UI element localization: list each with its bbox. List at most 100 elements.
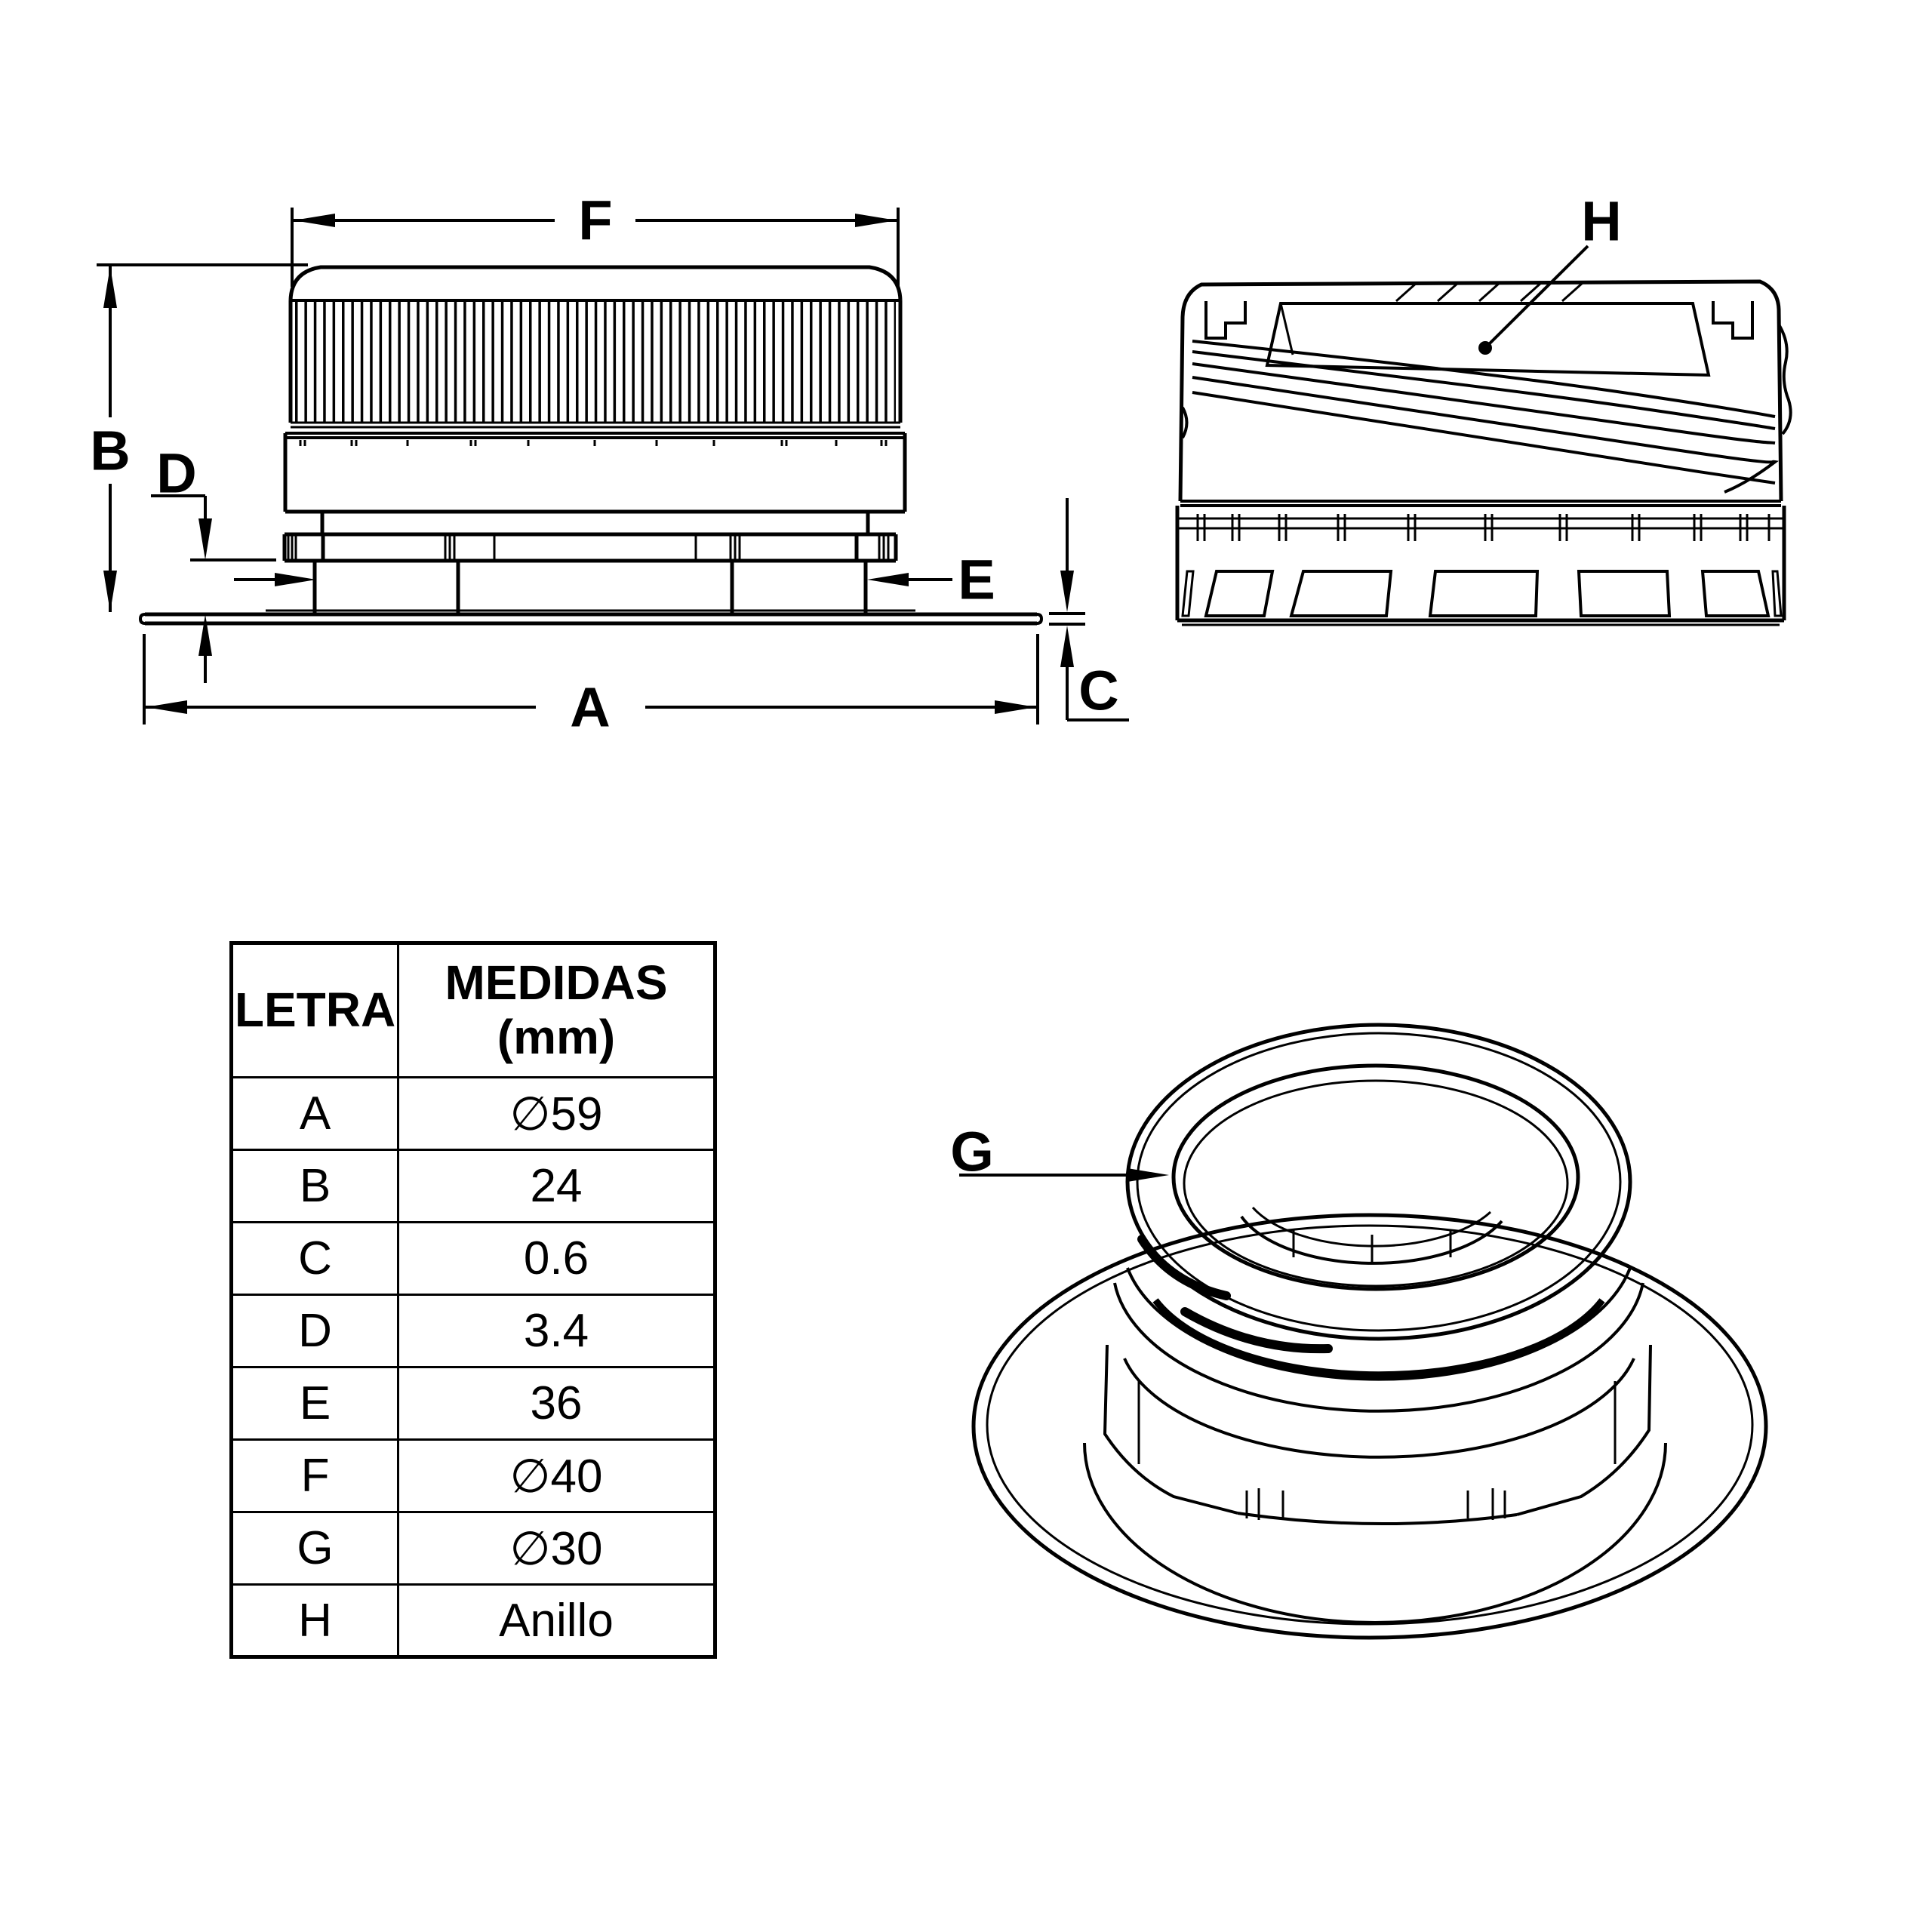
header-measure-line2: (mm) <box>497 1010 616 1064</box>
header-letter: LETRA <box>230 942 399 1078</box>
dim-f-arrowhead-right <box>855 214 897 227</box>
table-row: A ∅59 <box>230 1076 716 1151</box>
row-value: Anillo <box>397 1583 716 1658</box>
table-row: B 24 <box>230 1149 716 1223</box>
row-value: 0.6 <box>397 1221 716 1296</box>
dim-b-arrowhead-top <box>103 266 117 308</box>
vent-slot-upper <box>1137 1235 1231 1300</box>
thread-curve-5 <box>1192 391 1776 485</box>
thread-curve-3 <box>1192 362 1776 445</box>
ring-front-thick-arc <box>1152 1298 1605 1379</box>
row-letter: A <box>230 1076 399 1151</box>
neck-step-edges <box>320 512 870 534</box>
dim-d-leader <box>151 494 207 518</box>
cap-dome-outline <box>288 265 903 301</box>
plate-faces <box>145 612 1037 626</box>
g-arrowhead <box>1128 1168 1169 1182</box>
table-header-row: LETRA MEDIDAS (mm) <box>230 942 716 1078</box>
row-letter: E <box>230 1366 399 1441</box>
collar-right-facets <box>1516 1344 1652 1516</box>
side-view-dimensions: F B D E A C <box>90 189 1129 739</box>
dim-label-c: C <box>1078 660 1118 722</box>
row-value: ∅59 <box>397 1076 716 1151</box>
band-tick-marks <box>299 440 888 446</box>
shoulder-arc-2 <box>1113 1282 1644 1413</box>
row-letter: D <box>230 1294 399 1368</box>
section-left-edge-detail <box>1181 407 1189 438</box>
table-row: E 36 <box>230 1366 716 1441</box>
vent-slot-lower <box>1180 1307 1333 1354</box>
dim-e-arrowhead-left <box>275 573 316 586</box>
thread-curve-1 <box>1192 340 1776 418</box>
shoulder-arc-1 <box>1126 1267 1632 1381</box>
dim-label-a: A <box>570 676 610 739</box>
skirt-outline <box>283 433 907 514</box>
inner-floor-arc-2 <box>1251 1206 1492 1247</box>
collar-ribs <box>287 534 890 561</box>
dim-f-arrowhead-left <box>294 214 335 227</box>
band-slot-slivers <box>1181 570 1783 617</box>
dim-f-extension-lines <box>291 208 900 287</box>
band-top-lines <box>1180 500 1781 507</box>
band-slots <box>1204 570 1770 617</box>
dim-label-d: D <box>156 442 196 505</box>
tamper-bridges <box>1196 514 1770 541</box>
row-letter: F <box>230 1438 399 1513</box>
liner-disc <box>1265 302 1711 377</box>
dim-c-extension-ticks <box>1049 612 1085 626</box>
isometric-view: G <box>950 1023 1768 1640</box>
collar-notches <box>1245 1488 1506 1520</box>
dim-b-arrowhead-bottom <box>103 571 117 612</box>
dim-label-e: E <box>958 549 995 611</box>
header-measure: MEDIDAS (mm) <box>397 942 716 1078</box>
thread-start-right <box>1712 301 1754 340</box>
table-row: C 0.6 <box>230 1221 716 1296</box>
row-value: 36 <box>397 1366 716 1441</box>
knurl-bottom-lines <box>291 421 900 429</box>
thread-start-left <box>1204 301 1247 340</box>
header-measure-line1: MEDIDAS <box>445 955 668 1011</box>
flange-inner-edge <box>1083 1442 1667 1624</box>
h-leader-dot <box>1478 341 1492 355</box>
plate-end-caps <box>138 613 1044 625</box>
dim-label-b: B <box>90 420 130 482</box>
collar-left-facets <box>1103 1344 1238 1515</box>
row-value: 24 <box>397 1149 716 1223</box>
dim-d-arrowhead-up <box>198 614 212 656</box>
bridge-rail-lines <box>1177 517 1784 530</box>
dim-a-arrowhead-right <box>995 700 1036 714</box>
liner-left-facet <box>1279 303 1294 355</box>
collar-outline <box>282 532 898 563</box>
table-row: H Anillo <box>230 1583 716 1658</box>
dim-label-f: F <box>578 189 612 252</box>
section-hatch-marks <box>1395 281 1584 303</box>
flange-outer-ellipse <box>971 1213 1768 1640</box>
thread-curve-4 <box>1192 376 1779 494</box>
flange-rim-ellipse <box>986 1224 1754 1626</box>
rim-outer-inner-line <box>1136 1032 1622 1332</box>
table-row: D 3.4 <box>230 1294 716 1368</box>
support-posts <box>312 561 868 613</box>
dim-label-g: G <box>950 1121 994 1183</box>
row-value: 3.4 <box>397 1294 716 1368</box>
dim-c-arrowhead-down <box>1060 571 1074 612</box>
row-value: ∅30 <box>397 1511 716 1586</box>
row-letter: G <box>230 1511 399 1586</box>
collar-bottom-edge <box>1237 1512 1518 1525</box>
row-value: ∅40 <box>397 1438 716 1513</box>
table-row: G ∅30 <box>230 1511 716 1586</box>
section-right-edge-detail <box>1777 323 1792 435</box>
dim-c-arrowhead-up <box>1060 626 1074 667</box>
band-lines <box>285 432 905 439</box>
band-side-edges <box>1175 506 1786 620</box>
knurl-side-edges <box>288 300 903 423</box>
dim-d-arrowhead-down <box>198 518 212 560</box>
inner-hex-facets <box>1292 1230 1452 1262</box>
collar-corner-edges <box>1137 1381 1617 1464</box>
dim-c-underline <box>1066 667 1129 721</box>
table-row: F ∅40 <box>230 1438 716 1513</box>
ring-lower-arc <box>1123 1358 1635 1459</box>
inner-floor-arc-1 <box>1240 1215 1503 1265</box>
opening-ellipse <box>1171 1063 1580 1291</box>
